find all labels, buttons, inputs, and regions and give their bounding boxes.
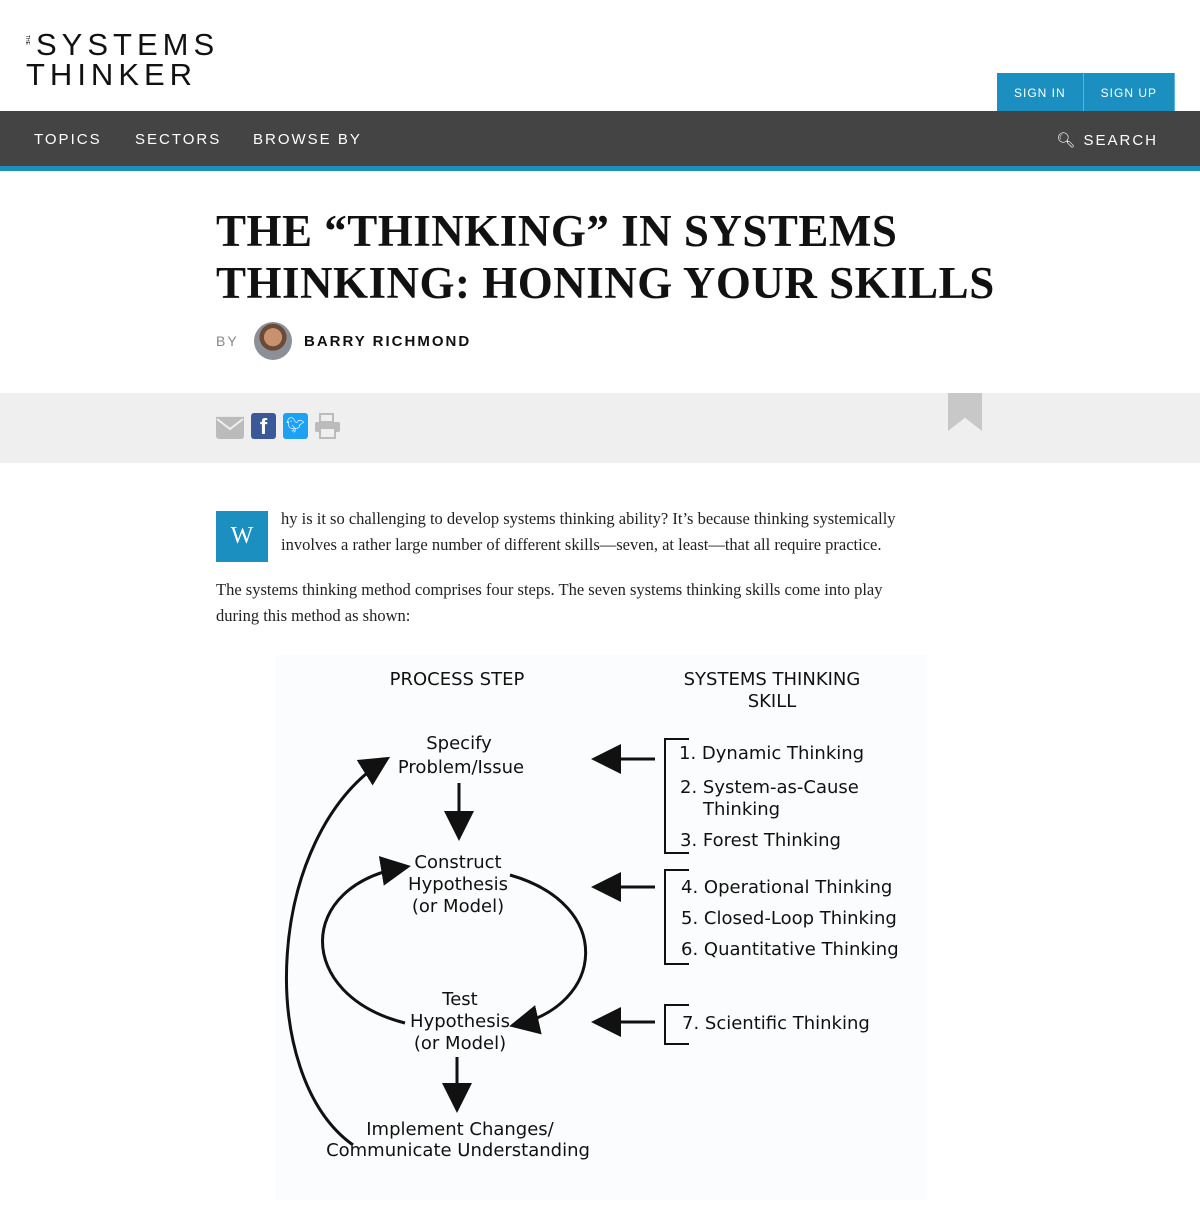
bracket-3 [664,1004,689,1045]
skill-item: 1. Dynamic Thinking [679,743,864,764]
para2-line2: during this method as shown: [216,606,411,625]
drop-cap: W [216,511,268,562]
search-label: SEARCH [1083,132,1158,149]
title-line1: THE “THINKING” IN SYSTEMS [216,206,898,256]
col-skill-line2: SKILL [748,691,797,712]
print-icon[interactable] [314,413,341,439]
step3: Test [441,989,477,1010]
author-name[interactable]: BARRY RICHMOND [304,332,472,350]
bracket-2 [664,869,689,965]
sign-in-button[interactable]: SIGN IN [996,73,1084,111]
bracket-1 [664,738,689,854]
title-line2: THINKING: HONING YOUR SKILLS [216,258,995,308]
main-nav: TOPICS SECTORS BROWSE BY 🔍︎ SEARCH [0,111,1200,171]
skill-item: Thinking [702,799,780,820]
skill-item: 6. Quantitative Thinking [681,939,899,960]
site-header: THE SYSTEMS THINKER SIGN IN SIGN UP [0,0,1200,111]
arrow-loop-outer [285,756,391,1147]
method-paragraph: The systems thinking method comprises fo… [216,577,883,629]
search-button[interactable]: 🔍︎ SEARCH [1056,131,1158,149]
logo-the: THE [24,35,30,45]
bookmark-icon[interactable] [948,393,982,431]
process-diagram: PROCESS STEP SYSTEMS THINKING SKILL Spec… [275,655,927,1200]
step4: Communicate Understanding [326,1140,590,1161]
step1: Specify [426,733,492,754]
logo-line1: SYSTEMS [36,27,220,62]
step3: Hypothesis [410,1011,510,1032]
step2: Hypothesis [408,874,508,895]
intro-paragraph: hy is it so challenging to develop syste… [281,506,896,558]
col-process-step: PROCESS STEP [390,669,525,690]
byline: BY BARRY RICHMOND [216,322,471,360]
nav-topics[interactable]: TOPICS [34,131,102,148]
skill-item: 7. Scientific Thinking [682,1013,870,1034]
logo-line2: THINKER [26,57,198,92]
skill-item: 5. Closed-Loop Thinking [681,908,897,929]
step1: Problem/Issue [398,757,524,778]
sign-up-button[interactable]: SIGN UP [1083,73,1175,111]
arrow-loop-right [509,873,588,1035]
arrow-loop-left [321,856,411,1025]
page-title: THE “THINKING” IN SYSTEMS THINKING: HONI… [216,205,995,309]
by-label: BY [216,333,239,349]
step2: Construct [414,852,501,873]
skill-item: 2. System-as-Cause [680,777,859,798]
nav-sectors[interactable]: SECTORS [135,131,222,148]
twitter-icon[interactable]: 🐦︎ [283,413,308,439]
para1-line2: involves a rather large number of differ… [281,535,882,554]
search-icon: 🔍︎ [1056,132,1078,149]
para1-line1: hy is it so challenging to develop syste… [281,509,896,528]
skill-item: 4. Operational Thinking [681,877,892,898]
para2-line1: The systems thinking method comprises fo… [216,580,883,599]
nav-browse-by[interactable]: BROWSE BY [253,131,362,148]
step4: Implement Changes/ [366,1119,554,1140]
facebook-icon[interactable]: f [251,413,276,439]
step2: (or Model) [412,896,504,917]
skill-item: 3. Forest Thinking [680,830,841,851]
step3: (or Model) [414,1033,506,1054]
share-bar: f 🐦︎ [0,393,1200,463]
col-skill-line1: SYSTEMS THINKING [684,669,861,690]
author-avatar[interactable] [254,322,292,360]
site-logo[interactable]: THE SYSTEMS THINKER [24,27,220,92]
email-icon[interactable] [216,416,244,439]
